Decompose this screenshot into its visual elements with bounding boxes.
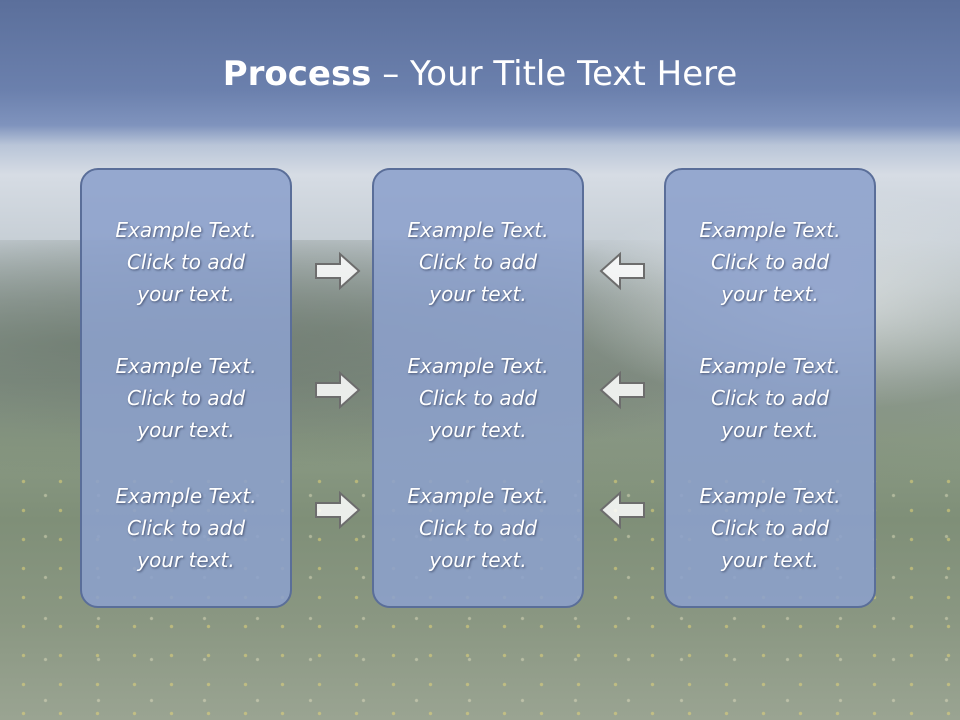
text-line: Click to add (710, 250, 830, 274)
text-line: your text. (721, 282, 819, 306)
text-line: your text. (429, 282, 527, 306)
text-line: Click to add (418, 250, 538, 274)
text-line: your text. (137, 418, 235, 442)
text-line: your text. (137, 548, 235, 572)
text-line: Example Text. (115, 354, 257, 378)
text-line: Example Text. (407, 484, 549, 508)
text-line: Click to add (126, 250, 246, 274)
left-arrow-icon (599, 370, 645, 410)
right-arrow-icon (315, 370, 361, 410)
text-block[interactable]: Example Text. Click to add your text. (374, 480, 582, 576)
process-panel-right[interactable]: Example Text. Click to add your text. Ex… (664, 168, 876, 608)
text-block[interactable]: Example Text. Click to add your text. (82, 214, 290, 310)
right-arrow-icon (315, 490, 361, 530)
text-line: your text. (429, 418, 527, 442)
text-line: Click to add (126, 386, 246, 410)
text-line: Example Text. (699, 354, 841, 378)
text-line: Example Text. (699, 218, 841, 242)
text-block[interactable]: Example Text. Click to add your text. (82, 480, 290, 576)
text-block[interactable]: Example Text. Click to add your text. (374, 350, 582, 446)
process-panel-center[interactable]: Example Text. Click to add your text. Ex… (372, 168, 584, 608)
text-block[interactable]: Example Text. Click to add your text. (374, 214, 582, 310)
text-block[interactable]: Example Text. Click to add your text. (666, 480, 874, 576)
slide-title[interactable]: Process – Your Title Text Here (0, 52, 960, 96)
text-line: Example Text. (407, 218, 549, 242)
text-block[interactable]: Example Text. Click to add your text. (82, 350, 290, 446)
text-line: your text. (429, 548, 527, 572)
text-line: your text. (721, 418, 819, 442)
right-arrow-icon (315, 251, 361, 291)
text-line: Example Text. (115, 218, 257, 242)
process-panel-left[interactable]: Example Text. Click to add your text. Ex… (80, 168, 292, 608)
text-line: Click to add (418, 386, 538, 410)
text-line: Click to add (126, 516, 246, 540)
text-line: your text. (721, 548, 819, 572)
text-line: Click to add (418, 516, 538, 540)
text-line: Click to add (710, 386, 830, 410)
text-line: Click to add (710, 516, 830, 540)
text-line: Example Text. (407, 354, 549, 378)
text-line: Example Text. (699, 484, 841, 508)
text-line: Example Text. (115, 484, 257, 508)
left-arrow-icon (599, 490, 645, 530)
title-rest: – Your Title Text Here (371, 54, 738, 94)
text-line: your text. (137, 282, 235, 306)
text-block[interactable]: Example Text. Click to add your text. (666, 214, 874, 310)
title-bold: Process (222, 54, 372, 94)
text-block[interactable]: Example Text. Click to add your text. (666, 350, 874, 446)
left-arrow-icon (599, 251, 645, 291)
